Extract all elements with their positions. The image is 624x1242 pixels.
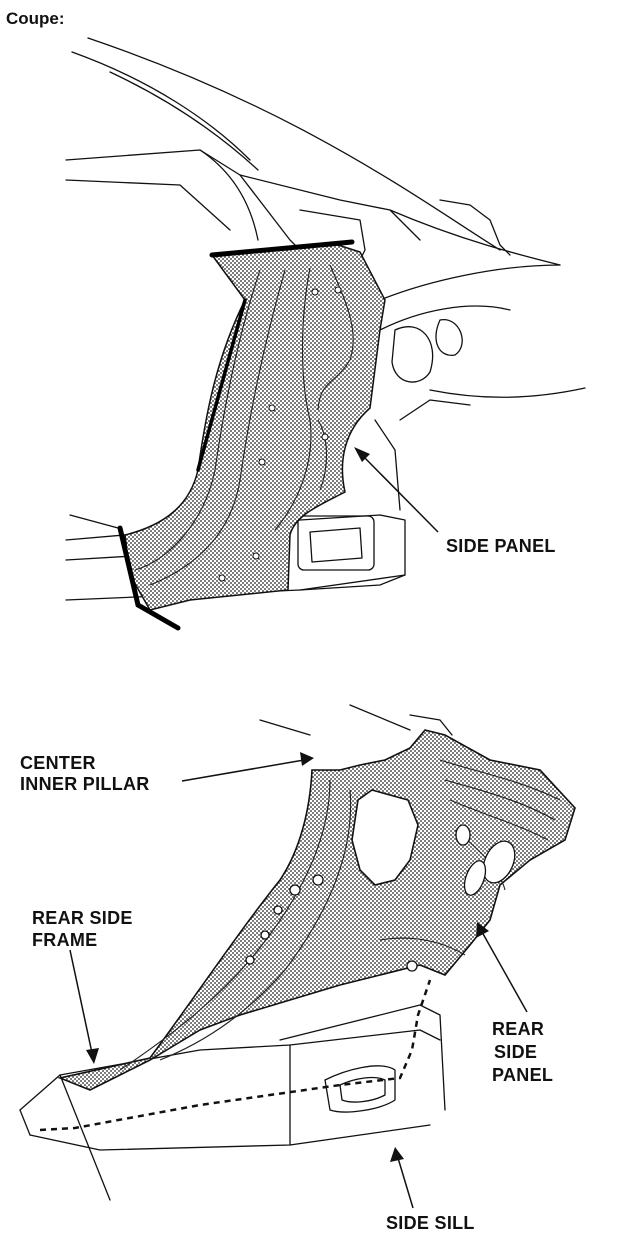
roof-hint-left [259,719,311,736]
figure-heading: Coupe: [6,9,65,28]
roof-hint-right [349,704,411,731]
roof-line-outer [71,51,251,161]
side-sill-dashed-line [39,979,432,1132]
sill-box-opening [309,527,363,563]
rocker-line [69,514,119,529]
rear-side-frame-label-line2: FRAME [32,930,98,950]
cut-line-lower [117,525,181,631]
pillar-oval-holes [245,824,516,972]
rear-deck-inner [379,305,511,331]
rear-side-panel-leader [476,922,528,1013]
inner-wheelhouse-edge [399,399,471,421]
rear-side-frame-leader [69,949,99,1064]
sill-lower-edge [29,1124,431,1151]
roof-edge [87,37,501,251]
rear-side-panel-label-line3: PANEL [492,1065,553,1085]
rear-side-panel-label-line2: SIDE [494,1042,537,1062]
right-roof-rail [389,209,561,266]
side-panel-shaded-area [124,243,386,611]
c-pillar-edge [199,149,259,241]
side-panel-label: SIDE PANEL [446,536,556,556]
sill-end [19,1109,31,1136]
upper-rail [65,179,231,231]
cut-line-pillar [196,298,247,472]
upper-frame-line [65,149,421,241]
wheelhouse-opening [391,326,434,383]
roof-line-inner [109,71,259,171]
rear-deck-line [379,264,561,301]
top-cut-lines [117,239,355,631]
inner-pillar-shaded-area [57,729,576,1091]
sill-front-face [59,1074,111,1201]
side-sill-label: SIDE SILL [386,1213,475,1233]
roof-hint-corner [409,714,453,736]
sill-box [297,515,375,571]
side-panel-holes [218,286,342,582]
upper-bracket [299,209,366,261]
quarter-lower-line [429,387,586,398]
sill-upper-edge [19,1029,441,1111]
rear-sill-opening-inner [339,1076,386,1103]
access-hole [435,319,463,356]
side-panel-leader [354,447,439,533]
cut-line-upper [209,239,355,258]
rear-side-frame-label-line1: REAR SIDE [32,908,133,928]
center-inner-pillar-leader [181,752,314,782]
side-panel-contours [134,264,354,586]
pillar-window-opening [351,789,419,886]
rear-sill-opening [324,1065,396,1113]
center-inner-pillar-label-line1: CENTER [20,753,96,773]
rear-side-panel-label-line1: REAR [492,1019,544,1039]
center-inner-pillar-label-line2: INNER PILLAR [20,774,150,794]
right-upper-bracket [439,199,511,256]
bottom-illustration [19,704,453,1201]
side-sill-leader [390,1147,414,1209]
pillar-brace [239,174,301,251]
rear-pillar-lower [374,419,401,511]
rear-sill-box [279,1004,446,1111]
